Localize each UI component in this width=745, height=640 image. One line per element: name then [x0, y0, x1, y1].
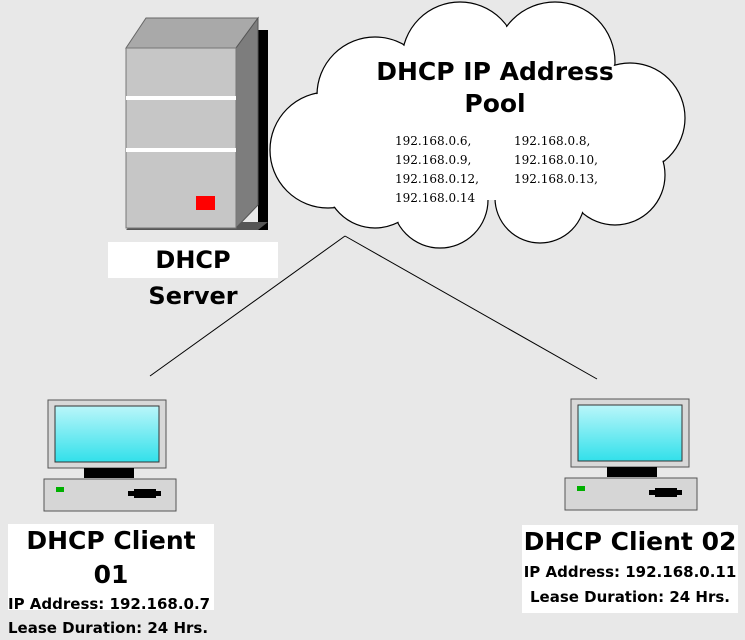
- client-02-computer-icon: [564, 398, 698, 511]
- pool-address: 192.168.0.10,: [514, 153, 598, 167]
- pool-title: DHCP IP Address Pool: [345, 56, 645, 120]
- pool-address: 192.168.0.6,: [395, 134, 472, 148]
- pool-address: 192.168.0.8,: [514, 134, 591, 148]
- server-icon: [125, 16, 268, 230]
- ip-pool-cloud: [269, 1, 686, 249]
- client-02-screen: [577, 404, 683, 462]
- client-02-label-box: DHCP Client 02 IP Address: 192.168.0.11 …: [522, 525, 738, 613]
- pool-title-line-2: Pool: [464, 89, 526, 118]
- client-01-computer-icon: [43, 399, 177, 512]
- client-02-ip: IP Address: 192.168.0.11: [523, 563, 737, 581]
- client-01-screen: [54, 405, 160, 463]
- dhcp-diagram: DHCP Server DHCP IP Address Pool 192.168…: [8, 1, 738, 637]
- client-01-label-box: DHCP Client 01 IP Address: 192.168.0.7 L…: [8, 524, 214, 637]
- client-01-ip: IP Address: 192.168.0.7: [8, 595, 211, 613]
- connection-line-client-02: [344, 235, 598, 380]
- client-02-lease: Lease Duration: 24 Hrs.: [529, 588, 731, 606]
- pool-title-line-1: DHCP IP Address: [376, 57, 614, 86]
- pool-address: 192.168.0.9,: [395, 153, 472, 167]
- client-01-lease: Lease Duration: 24 Hrs.: [8, 619, 209, 637]
- server-indicator-light: [196, 196, 215, 210]
- pool-address: 192.168.0.14: [395, 191, 476, 205]
- server-label: DHCP Server: [108, 242, 278, 310]
- diagram-canvas: [43, 1, 698, 512]
- pool-address: 192.168.0.12,: [395, 172, 479, 186]
- pool-address: 192.168.0.13,: [514, 172, 598, 186]
- client-01-name: DHCP Client 01: [26, 526, 196, 589]
- client-02-name: DHCP Client 02: [523, 527, 737, 556]
- connection-line-client-01: [149, 235, 346, 377]
